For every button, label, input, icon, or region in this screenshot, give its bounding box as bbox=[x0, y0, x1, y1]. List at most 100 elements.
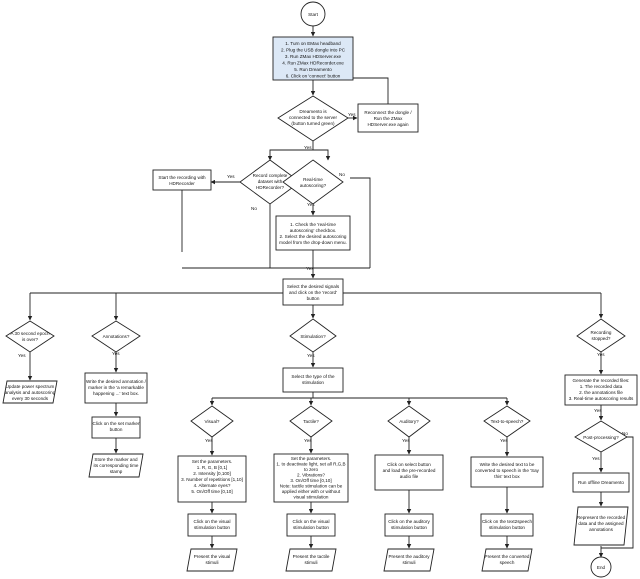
visual-present-box: Present the visual stimuli bbox=[186, 548, 238, 572]
label-yes-epoch: Yes bbox=[18, 353, 26, 358]
label-yes-visual: Yes bbox=[205, 438, 213, 443]
visual-param-4: 4. Alternate eyes? bbox=[194, 483, 231, 488]
tactile-decision: Tactile? bbox=[289, 405, 333, 438]
write-annotation-line-1: Write the desired annotation / bbox=[86, 379, 147, 384]
store-marker-line-2: its corresponding time bbox=[94, 463, 139, 468]
visual-present-line-1: Present the visual bbox=[194, 554, 231, 559]
epoch-decision: A 30 second epoch is over? bbox=[5, 320, 55, 353]
auditory-present-line-1: Present the auditory bbox=[388, 554, 430, 559]
label-yes-postprocessing: Yes bbox=[594, 408, 602, 413]
connected-line-1: Dreamento is bbox=[299, 109, 327, 114]
auditory-present-box: Present the auditory stimuli bbox=[383, 548, 435, 572]
auditory-decision: Auditory? bbox=[387, 405, 431, 438]
label-yes-connected-down: Yes bbox=[304, 145, 312, 150]
update-power-line-2: analysis and autoscoring bbox=[5, 390, 56, 395]
click-marker-line-1: Click on the set marker bbox=[93, 421, 140, 426]
write-annotation-line-2: marker in the 'a remarkable bbox=[88, 385, 144, 390]
write-annotation-box: Write the desired annotation / marker in… bbox=[84, 372, 148, 404]
tactile-label: Tactile? bbox=[303, 419, 319, 424]
connected-line-2: connected to the server bbox=[289, 115, 337, 120]
label-yes-stimulation: Yes bbox=[307, 353, 315, 358]
tactile-param-1: 1. to deactivate light, set all R,G,B bbox=[276, 462, 345, 467]
epoch-line-2: is over? bbox=[22, 337, 39, 342]
label-yes-stopped: Yes bbox=[597, 352, 605, 357]
setup-step-1: 1. Turn on EMax headband bbox=[285, 41, 341, 46]
update-power-box: Update power spectrum analysis and autos… bbox=[2, 380, 58, 404]
epoch-line-1: A 30 second epoch bbox=[10, 331, 50, 336]
end-node: End bbox=[590, 556, 612, 578]
postprocessing-decision: Post-processing? bbox=[574, 420, 628, 453]
select-signals-line-3: button bbox=[307, 296, 320, 301]
represent-line-2: data and the assigned bbox=[578, 521, 624, 526]
realtime-step-4: model from the drop-down menu. bbox=[279, 240, 347, 245]
visual-click-box: Click on the visual stimulation button bbox=[187, 513, 237, 537]
visual-click-line-2: stimulation button bbox=[194, 525, 230, 530]
generate-files-line-3: 2. the annotations file bbox=[579, 390, 623, 395]
tts-write-line-1: Write the desired text to be bbox=[480, 462, 535, 467]
auditory-select-box: Click on select button and load the pre-… bbox=[374, 454, 444, 491]
start-label: Start bbox=[308, 12, 318, 17]
connected-line-3: (button turned green) bbox=[291, 121, 335, 126]
tactile-click-line-1: Click on the visual bbox=[292, 519, 329, 524]
realtime-steps-box: 1. Check the 'real-time autoscoring' che… bbox=[275, 215, 351, 251]
tactile-click-line-2: stimulation button bbox=[293, 525, 329, 530]
label-yes-offline: Yes bbox=[592, 456, 600, 461]
realtime-step-2: autoscoring' checkbox. bbox=[290, 228, 337, 233]
recording-stopped-decision: Recording stopped? bbox=[576, 318, 626, 353]
visual-params-box: Set the parameters. 1. R, G, B [0,1] 2. … bbox=[177, 455, 247, 503]
stimulation-label: Stimulation? bbox=[300, 334, 326, 339]
select-signals-box: Select the desired signals and click on … bbox=[282, 278, 344, 306]
store-marker-line-1: Store the marker and bbox=[94, 457, 138, 462]
visual-param-1: 1. R, G, B [0,1] bbox=[197, 465, 227, 470]
label-no-realtime: No bbox=[339, 172, 345, 177]
start-recording-line-1: Start the recording with bbox=[158, 175, 206, 180]
connectors bbox=[27, 26, 634, 558]
tts-write-line-2: converted to speech in the 'Say bbox=[475, 468, 540, 473]
auditory-click-box: Click on the auditory stimulation button bbox=[384, 513, 434, 537]
record-line-3: HDRecorder? bbox=[256, 185, 285, 190]
stimulation-decision: Stimulation? bbox=[289, 318, 337, 353]
tactile-click-box: Click on the visual stimulation button bbox=[286, 513, 336, 537]
click-marker-box: Click on the set marker button bbox=[91, 416, 141, 439]
generate-files-line-2: 1. The recorded data bbox=[580, 384, 623, 389]
annotations-decision: Annotations? bbox=[91, 320, 141, 353]
auditory-present-line-2: stimuli bbox=[402, 560, 415, 565]
tts-write-box: Write the desired text to be converted t… bbox=[470, 456, 544, 488]
tts-write-line-3: this' text box bbox=[494, 474, 520, 479]
tactile-param-7: visual stimulation bbox=[294, 495, 329, 500]
label-yes-annotations: Yes bbox=[112, 351, 120, 356]
represent-box: Represent the recorded data and the assi… bbox=[573, 506, 629, 546]
visual-decision: Visual? bbox=[190, 405, 234, 438]
update-power-line-3: every 30 seconds bbox=[12, 396, 49, 401]
auditory-click-line-2: stimulation button bbox=[391, 525, 427, 530]
visual-label: Visual? bbox=[205, 419, 220, 424]
record-line-1: Record complete bbox=[253, 173, 288, 178]
label-no-record: No bbox=[251, 206, 257, 211]
setup-steps-box: 1. Turn on EMax headband 2. Plug the USB… bbox=[272, 36, 354, 81]
store-marker-box: Store the marker and its corresponding t… bbox=[88, 453, 144, 478]
annotations-label: Annotations? bbox=[103, 334, 130, 339]
run-offline-label: Run offline Dreamento bbox=[578, 480, 624, 485]
label-yes-auditory: Yes bbox=[402, 438, 410, 443]
label-yes-tts: Yes bbox=[500, 438, 508, 443]
setup-step-3: 3. Run ZMax HDServer.exe bbox=[285, 54, 342, 59]
setup-step-4: 4. Run ZMax HDRecorder.exe bbox=[282, 61, 344, 66]
setup-step-5: 5. Run Dreamento bbox=[294, 67, 332, 72]
select-type-line-2: stimulation bbox=[302, 380, 324, 385]
end-label: End bbox=[597, 565, 606, 570]
label-no-postprocessing: No bbox=[622, 431, 628, 436]
tactile-params-box: Set the parameters. 1. to deactivate lig… bbox=[273, 453, 349, 503]
tts-click-line-2: stimulation button bbox=[489, 525, 525, 530]
visual-param-2: 2. Intensity [0,100] bbox=[193, 471, 231, 476]
represent-line-1: Represent the recorded bbox=[577, 515, 626, 520]
label-yes-record: Yes bbox=[227, 174, 235, 179]
branch-labels: Yes Yes No No Yes Yes Yes Yes Yes Yes Ye… bbox=[18, 112, 628, 461]
tts-click-box: Click on the text2speech stimulation but… bbox=[480, 513, 534, 537]
label-yes-realtime: Yes bbox=[307, 202, 315, 207]
tactile-param-4: 3. On/Off time [0,10] bbox=[290, 478, 331, 483]
setup-step-2: 2. Plug the USB dongle into PC bbox=[281, 48, 346, 53]
tts-present-line-1: Present the converted bbox=[485, 554, 530, 559]
tactile-present-line-2: stimuli bbox=[304, 560, 317, 565]
visual-param-5: 5. On/Off time [0,10] bbox=[191, 489, 232, 494]
visual-param-0: Set the parameters. bbox=[192, 459, 232, 464]
